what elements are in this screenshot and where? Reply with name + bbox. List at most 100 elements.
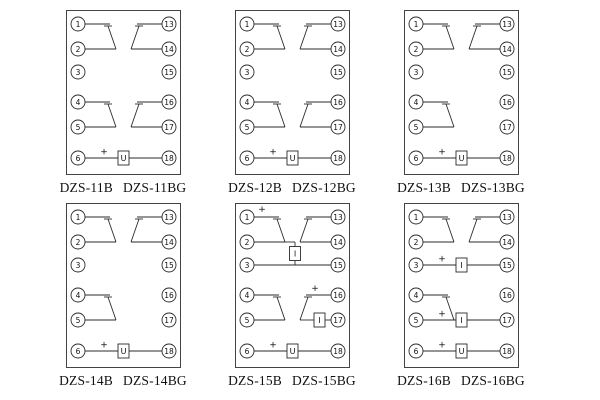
contact-symbol (253, 23, 285, 50)
terminal-number: 14 (164, 238, 174, 247)
terminal: 2 (408, 234, 423, 250)
contact-symbol (253, 101, 285, 128)
terminal-circle (330, 64, 345, 80)
terminal-number: 13 (164, 213, 174, 222)
terminal-number: 1 (413, 213, 418, 222)
plus-sign: + (258, 205, 266, 215)
terminal: 17 (161, 119, 176, 135)
contact-symbol (468, 23, 500, 50)
coil-label: I (318, 316, 320, 325)
terminal-circle (70, 119, 85, 135)
terminal: 5 (239, 312, 254, 328)
terminal-number: 16 (502, 291, 512, 300)
model-label: DZS-12BG (292, 180, 356, 195)
terminal-circle (70, 150, 85, 166)
contact-symbol (84, 294, 116, 321)
schematic-frame (403, 10, 519, 175)
terminal: 1 (408, 209, 423, 225)
schematic-frame (65, 10, 181, 175)
terminal-circle (161, 312, 176, 328)
terminal-circle (408, 16, 423, 32)
contact-blade (276, 25, 285, 50)
terminal-number: 14 (502, 238, 512, 247)
contact-symbol (130, 101, 162, 128)
coil-label: U (458, 154, 464, 163)
terminal: 5 (70, 312, 85, 328)
terminal-number: 1 (75, 20, 80, 29)
contact-blade (445, 296, 454, 321)
terminal: 15 (161, 257, 176, 273)
terminal-circle (499, 312, 514, 328)
terminal-circle (161, 150, 176, 166)
terminal-number: 17 (333, 316, 343, 325)
terminal-circle (408, 234, 423, 250)
coil-label: U (289, 154, 295, 163)
coil-branch: U+ (84, 341, 162, 359)
terminal: 2 (239, 234, 254, 250)
coil-branch: U+ (422, 148, 500, 166)
schematic-frame (65, 203, 181, 368)
terminal-circle (239, 16, 254, 32)
terminal-number: 13 (164, 20, 174, 29)
terminal-circle (408, 94, 423, 110)
model-label: DZS-15BG (292, 373, 356, 388)
terminal-circle (499, 41, 514, 57)
terminal-number: 13 (502, 20, 512, 29)
terminal: 6 (239, 150, 254, 166)
contact-blade (299, 218, 308, 243)
terminal-number: 5 (244, 123, 249, 132)
terminal: 5 (70, 119, 85, 135)
terminal: 3 (408, 257, 423, 273)
coil-box (117, 150, 129, 166)
terminal: 14 (499, 234, 514, 250)
coil-branch: U+ (253, 341, 331, 359)
terminal-number: 3 (413, 261, 418, 270)
terminal: 15 (499, 64, 514, 80)
contact-blade (468, 25, 477, 50)
terminal-number: 14 (333, 238, 343, 247)
plus-sign: + (269, 148, 277, 158)
terminal-number: 1 (244, 20, 249, 29)
contact-symbol (422, 101, 454, 128)
terminal: 6 (408, 343, 423, 359)
contact-blade (276, 296, 285, 321)
schematic-frame (234, 203, 350, 368)
contact-symbol (299, 216, 331, 243)
terminal-circle (70, 287, 85, 303)
coil-label: U (289, 347, 295, 356)
terminal-number: 14 (164, 45, 174, 54)
terminal: 5 (408, 119, 423, 135)
terminal: 14 (330, 234, 345, 250)
terminal-number: 5 (413, 123, 418, 132)
terminal-number: 15 (502, 261, 512, 270)
terminal-circle (330, 287, 345, 303)
model-label: DZS-12B (228, 180, 283, 195)
contact-symbol (130, 216, 162, 243)
contact-blade (299, 25, 308, 50)
contact-symbol (84, 23, 116, 50)
terminal-circle (70, 94, 85, 110)
terminal-circle (239, 94, 254, 110)
terminal: 13 (161, 16, 176, 32)
terminal-circle (70, 312, 85, 328)
terminal: 3 (408, 64, 423, 80)
terminal-circle (239, 234, 254, 250)
terminal: 17 (499, 312, 514, 328)
terminal-number: 17 (502, 316, 512, 325)
terminal-circle (408, 312, 423, 328)
model-label: DZS-13BG (461, 180, 525, 195)
terminal-circle (161, 234, 176, 250)
terminal-circle (499, 16, 514, 32)
terminal-circle (330, 209, 345, 225)
terminal: 16 (330, 287, 345, 303)
terminal: 16 (499, 94, 514, 110)
